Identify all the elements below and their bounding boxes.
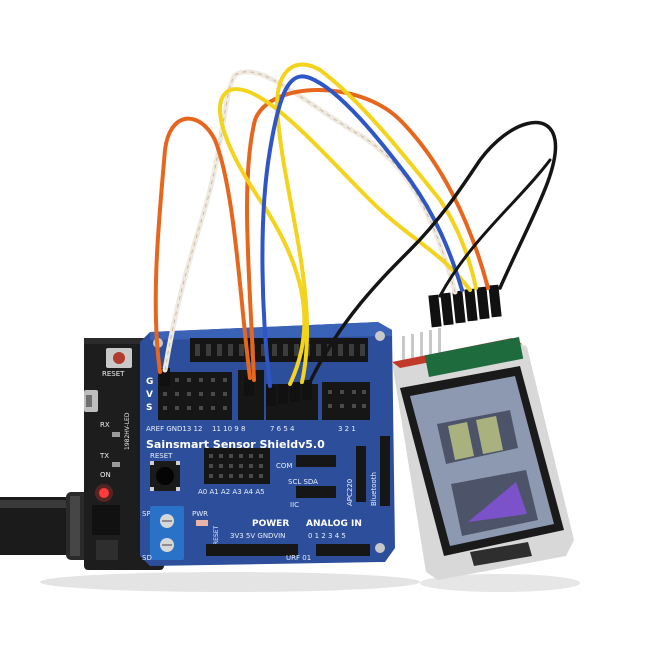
screw-terminal (150, 506, 184, 560)
shield-dupont-plugs (160, 368, 312, 406)
analog-in-pin-labels: 0 1 2 3 4 5 (308, 532, 346, 540)
power-led (99, 488, 109, 498)
uno-side-marking: 1982HV-LED (124, 412, 131, 450)
analog-header-bottom (316, 544, 370, 556)
uno-reset-label: RESET (102, 370, 125, 378)
digital-pin-labels-mid: 11 10 9 8 (212, 425, 245, 433)
wire-blue (260, 74, 464, 388)
sp-label: SP (142, 510, 151, 518)
wire-orange (153, 116, 252, 380)
pause-icon (476, 416, 503, 454)
digital-pin-labels-left: AREF GND13 12 (146, 425, 202, 433)
power-label: POWER (252, 519, 289, 529)
lcd-pin-header (402, 328, 441, 366)
uno-reset-cap[interactable] (113, 352, 125, 364)
mount-hole (375, 331, 385, 341)
uno-on-label: ON (100, 471, 111, 479)
dupont-connectors (428, 284, 502, 328)
power-pin-labels: 3V3 5V GNDVIN (230, 532, 285, 540)
shield-reset-label: RESET (150, 452, 173, 460)
wire-black (438, 158, 552, 298)
lcd-module (392, 328, 574, 580)
wire-yellow (218, 87, 472, 386)
uno-rx-label: RX (100, 421, 110, 429)
play-icon (468, 482, 527, 522)
bluetooth-label: Bluetooth (370, 472, 378, 506)
pwr-label: PWR (192, 510, 208, 518)
wire-black (308, 120, 558, 384)
pin-block-left (158, 372, 232, 420)
v-row-label: V (146, 390, 153, 400)
com-label: COM (276, 462, 292, 470)
power-header-bottom (206, 544, 298, 556)
uno-regulator (92, 505, 120, 535)
g-row-label: G (146, 377, 153, 387)
pin-block-far (322, 382, 370, 420)
wire-orange (245, 88, 490, 382)
apc220-header (356, 446, 366, 502)
urf-label: URF 01 (286, 554, 311, 562)
pwr-led (196, 520, 208, 526)
bluetooth-header (380, 436, 390, 506)
iic-label: IIC (290, 501, 299, 509)
mount-hole (375, 543, 385, 553)
analog-pin-labels: A0 A1 A2 A3 A4 A5 (198, 488, 265, 496)
apc220-label: APC220 (346, 479, 354, 506)
digital-pin-labels-far: 3 2 1 (338, 425, 356, 433)
power-cable (0, 492, 96, 560)
analog-in-label: ANALOG IN (306, 519, 362, 529)
lcd-flex-cable (470, 542, 532, 566)
reset-small-label: RESET (213, 525, 220, 545)
sd-label: SD (142, 554, 152, 562)
sensor-shield: G V S AREF GND13 12 11 10 9 8 7 6 5 4 3 … (140, 322, 395, 566)
uno-tx-label: TX (99, 452, 109, 460)
shield-brand: Sainsmart Sensor Shieldv5.0 (146, 438, 325, 451)
lcd-pcb-green (424, 337, 524, 377)
com-header (296, 455, 336, 467)
scl-sda-label: SCL SDA (288, 478, 318, 486)
shield-reset-cap[interactable] (156, 467, 174, 485)
board-shadow (40, 572, 420, 592)
s-row-label: S (146, 403, 152, 413)
digital-pin-labels-right: 7 6 5 4 (270, 425, 295, 433)
jumper-wires (153, 62, 558, 388)
lcd-shadow (420, 574, 580, 592)
pause-icon (448, 422, 474, 460)
iic-header (296, 486, 336, 498)
